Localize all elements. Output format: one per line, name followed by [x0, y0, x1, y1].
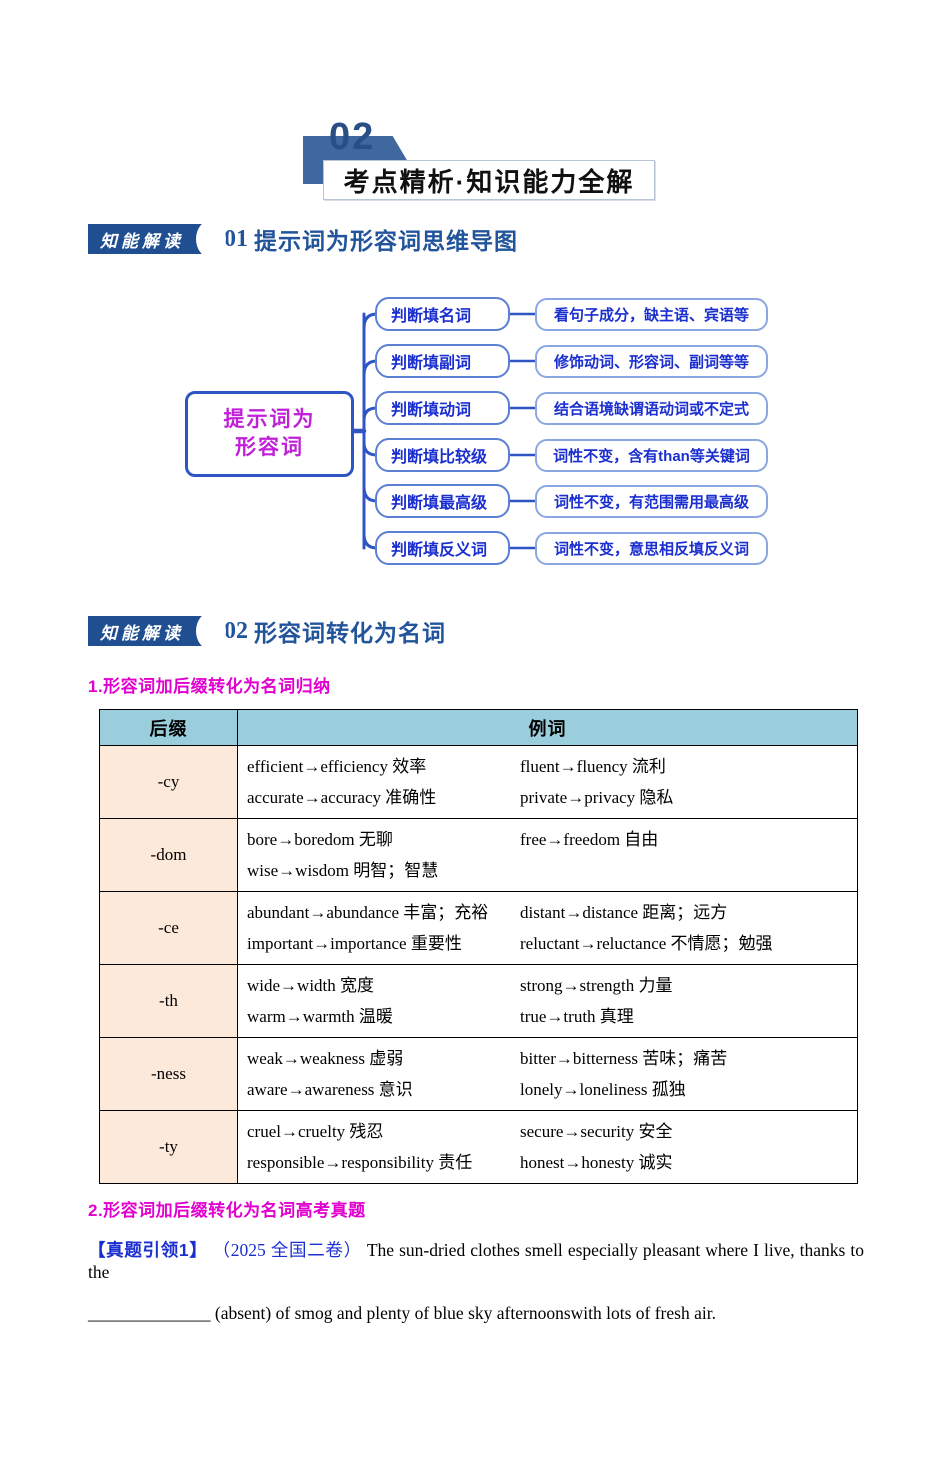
examples-cell: wide→width 宽度 strong→strength 力量 warm→war… [237, 964, 858, 1038]
section-title: 形容词转化为名词 [254, 620, 446, 646]
section-number: 01 [224, 225, 248, 252]
banner-title-box: 考点精析·知识能力全解 [323, 160, 655, 200]
example-item [520, 855, 857, 886]
example-item: fluent→fluency 流利 [520, 757, 666, 776]
mindmap-detail-node: 词性不变，含有than等关键词 [535, 439, 768, 472]
mindmap-detail-node: 看句子成分，缺主语、宾语等 [535, 298, 768, 331]
examples-cell: cruel→cruelty 残忍 secure→security 安全 respo… [237, 1110, 858, 1184]
examples-cell: efficient→efficiency 效率 fluent→fluency 流利… [237, 745, 858, 819]
example-item: aware→awareness 意识 [247, 1080, 413, 1099]
suffix-label: -ce [99, 891, 238, 965]
question-text-2: (absent) of smog and plenty of blue sky … [214, 1303, 716, 1323]
section-title: 提示词为形容词思维导图 [254, 228, 518, 254]
example-item: wide→width 宽度 [247, 976, 375, 995]
mindmap-branch-node: 判断填比较级 [375, 438, 510, 472]
section-heading-2: 知能解读 02 形容词转化为名词 [88, 614, 950, 648]
example-item: honest→honesty 诚实 [520, 1153, 673, 1172]
table-row: -ce abundant→abundance 丰富；充裕 distant→dist… [99, 891, 858, 965]
example-item: cruel→cruelty 残忍 [247, 1122, 384, 1141]
example-item: responsible→responsibility 责任 [247, 1153, 473, 1172]
mindmap-branch-node: 判断填动词 [375, 391, 510, 425]
suffix-label: -cy [99, 745, 238, 819]
table-row: -ty cruel→cruelty 残忍 secure→security 安全 r… [99, 1110, 858, 1184]
example-item: wise→wisdom 明智；智慧 [247, 861, 439, 880]
question-line-2: ______________ (absent) of smog and plen… [88, 1303, 864, 1324]
answer-blank: ______________ [88, 1303, 211, 1323]
section-badge-label: 知能解读 [100, 623, 184, 643]
mindmap-detail-node: 词性不变，意思相反填反义词 [535, 532, 768, 565]
table-row: -cy efficient→efficiency 效率 fluent→fluenc… [99, 745, 858, 819]
example-item: distant→distance 距离；远方 [520, 903, 728, 922]
table-row: -ness weak→weakness 虚弱 bitter→bitterness … [99, 1037, 858, 1111]
mindmap-root-line2: 形容词 [235, 436, 304, 459]
mindmap-branch-node: 判断填反义词 [375, 531, 510, 565]
exam-question: 【真题引领1】 （2025 全国二卷） The sun-dried clothe… [88, 1237, 864, 1324]
banner: 02 考点精析·知识能力全解 [303, 116, 673, 204]
mindmap: 提示词为 形容词 判断填名词 判断填副词 判断填动词 判断填比较级 判断填最高级… [0, 288, 950, 580]
example-item: abundant→abundance 丰富；充裕 [247, 903, 489, 922]
suffix-label: -ness [99, 1037, 238, 1111]
example-item: lonely→loneliness 孤独 [520, 1080, 686, 1099]
example-item: important→importance 重要性 [247, 934, 462, 953]
example-item: warm→warmth 温暖 [247, 1007, 393, 1026]
mindmap-branch-node: 判断填副词 [375, 344, 510, 378]
suffix-label: -dom [99, 818, 238, 892]
section-badge: 知能解读 [88, 224, 214, 254]
mindmap-detail-node: 结合语境缺谓语动词或不定式 [535, 392, 768, 425]
suffix-label: -th [99, 964, 238, 1038]
section-badge: 知能解读 [88, 616, 214, 646]
question-text-1: The sun-dried clothes smell especially p… [88, 1240, 865, 1282]
subtitle-summary: 1.形容词加后缀转化为名词归纳 [88, 677, 331, 696]
mindmap-root-node: 提示词为 形容词 [185, 391, 354, 477]
mindmap-root-line1: 提示词为 [223, 407, 316, 431]
example-item: efficient→efficiency 效率 [247, 757, 427, 776]
example-item: true→truth 真理 [520, 1007, 634, 1026]
example-item: accurate→accuracy 准确性 [247, 788, 437, 807]
section-number: 02 [224, 617, 248, 644]
table-row: -dom bore→boredom 无聊 free→freedom 自由 wise… [99, 818, 858, 892]
subtitle-exam: 2.形容词加后缀转化为名词高考真题 [88, 1201, 366, 1220]
question-tag: 【真题引领1】 [88, 1240, 208, 1260]
question-line-1: 【真题引领1】 （2025 全国二卷） The sun-dried clothe… [88, 1237, 864, 1283]
mindmap-detail-node: 修饰动词、形容词、副词等等 [535, 345, 768, 378]
question-source: （2025 全国二卷） [212, 1240, 362, 1260]
examples-cell: bore→boredom 无聊 free→freedom 自由 wise→wisd… [237, 818, 858, 892]
example-item: free→freedom 自由 [520, 830, 659, 849]
mindmap-connector-lines [345, 312, 537, 550]
section-heading-1: 知能解读 01 提示词为形容词思维导图 [88, 222, 950, 256]
suffix-label: -ty [99, 1110, 238, 1184]
column-header-suffix: 后缀 [99, 709, 238, 746]
example-item: reluctant→reluctance 不情愿；勉强 [520, 934, 773, 953]
mindmap-branch-node: 判断填最高级 [375, 484, 510, 518]
example-item: bore→boredom 无聊 [247, 830, 393, 849]
example-item: weak→weakness 虚弱 [247, 1049, 404, 1068]
banner-number: 02 [329, 116, 376, 158]
table-header-row: 后缀 例词 [99, 709, 858, 746]
table-row: -th wide→width 宽度 strong→strength 力量 warm… [99, 964, 858, 1038]
suffix-table: 后缀 例词 -cy efficient→efficiency 效率 fluent→… [99, 709, 858, 1184]
section-badge-label: 知能解读 [100, 231, 184, 251]
example-item: secure→security 安全 [520, 1122, 673, 1141]
examples-cell: abundant→abundance 丰富；充裕 distant→distance… [237, 891, 858, 965]
example-item: private→privacy 隐私 [520, 788, 674, 807]
example-item: strong→strength 力量 [520, 976, 673, 995]
column-header-examples: 例词 [237, 709, 858, 746]
banner-title: 考点精析·知识能力全解 [343, 166, 635, 197]
mindmap-detail-node: 词性不变，有范围需用最高级 [535, 485, 768, 518]
mindmap-branch-node: 判断填名词 [375, 297, 510, 331]
example-item: bitter→bitterness 苦味；痛苦 [520, 1049, 728, 1068]
